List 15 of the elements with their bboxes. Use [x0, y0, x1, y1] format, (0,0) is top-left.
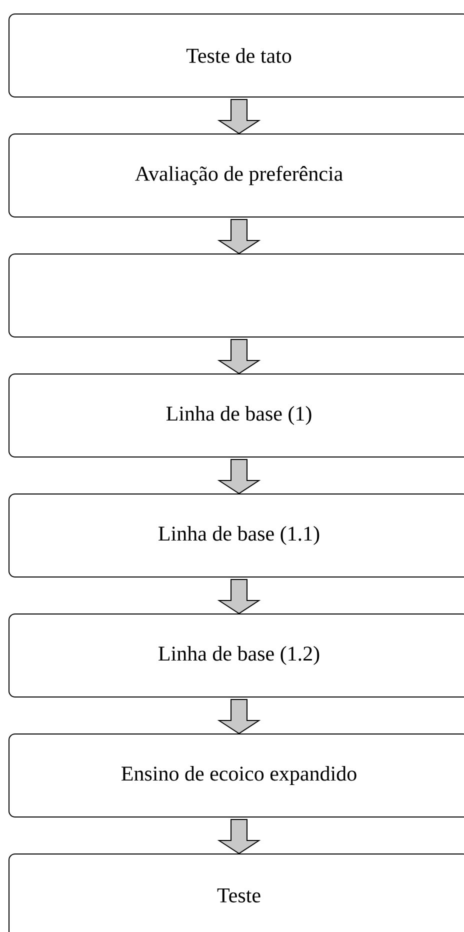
block-arrow — [217, 99, 261, 134]
process-box: Avaliação de preferência — [8, 134, 464, 218]
block-arrow — [217, 339, 261, 374]
block-arrow — [217, 219, 261, 254]
block-arrow — [217, 579, 261, 614]
process-box: Linha de base (1.1) — [8, 494, 464, 578]
process-box: Ensino de ecoico expandido — [8, 734, 464, 818]
block-arrow — [217, 459, 261, 494]
empty-box — [8, 254, 464, 338]
process-box: Teste de tato — [8, 14, 464, 98]
block-arrow — [217, 819, 261, 854]
block-arrow — [217, 699, 261, 734]
process-box: Linha de base (1.2) — [8, 614, 464, 698]
process-box: Linha de base (1) — [8, 374, 464, 458]
process-box: Teste — [8, 854, 464, 932]
